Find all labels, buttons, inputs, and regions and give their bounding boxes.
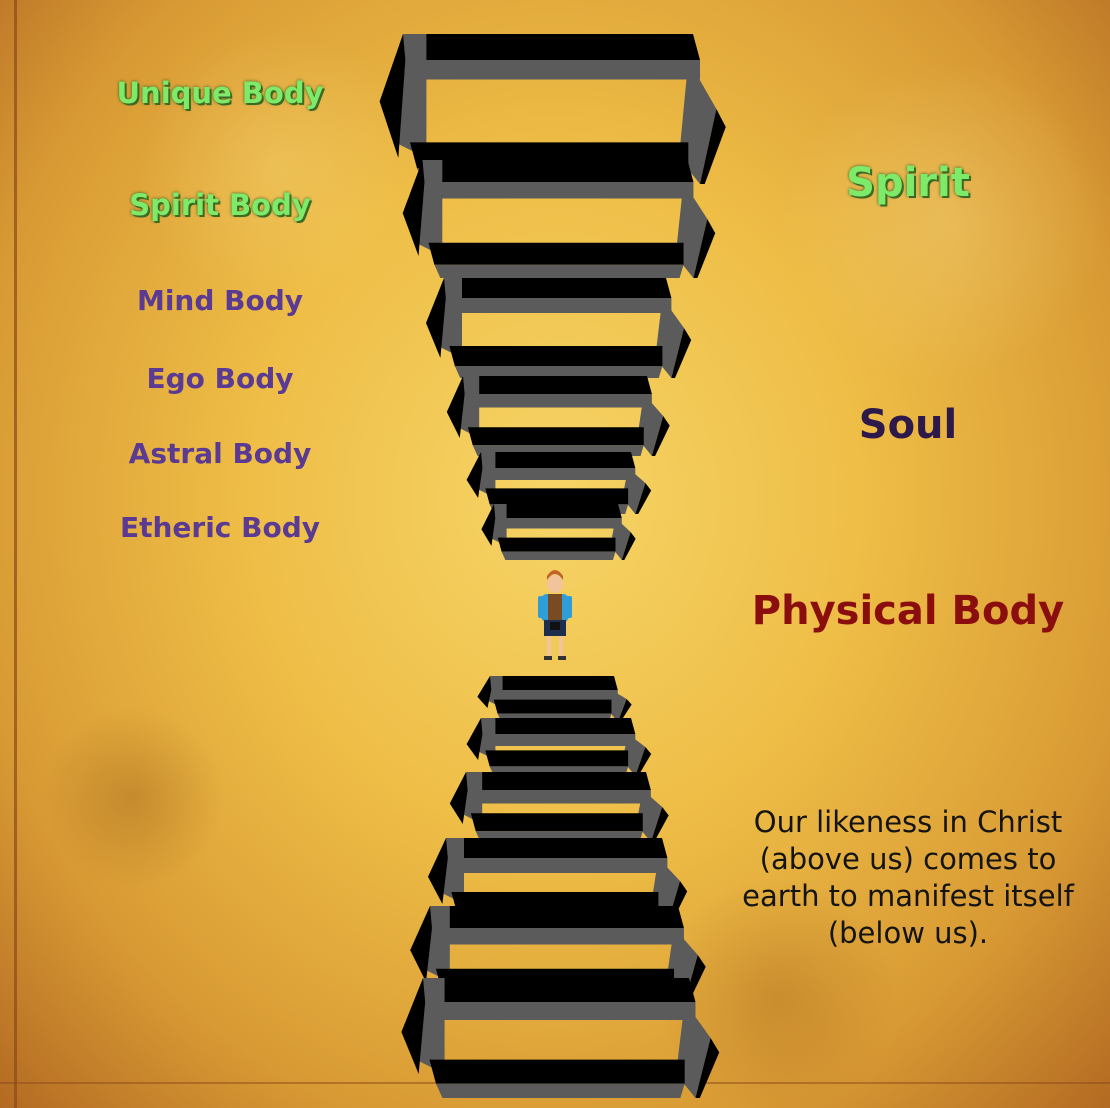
lower-box-2 [466, 718, 652, 776]
spirit-label: Spirit [846, 160, 970, 206]
lower-box-3 [449, 772, 669, 842]
layer-label-ego-body: Ego Body [146, 362, 294, 395]
upper-box-3 [426, 278, 692, 378]
soul-label: Soul [858, 402, 958, 448]
layer-label-etheric-body: Etheric Body [119, 511, 321, 544]
upper-box-4 [446, 376, 670, 456]
layer-label-spirit-body: Spirit Body [129, 188, 311, 222]
upper-box-6 [481, 504, 636, 560]
layer-label-astral-body: Astral Body [128, 437, 312, 470]
caption-text: Our likeness in Christ (above us) comes … [742, 805, 1074, 950]
layer-label-unique-body: Unique Body [116, 76, 324, 110]
upper-box-stack [379, 34, 726, 560]
layer-label-mind-body: Mind Body [136, 284, 304, 317]
person-figure-icon [538, 570, 572, 660]
lower-box-6 [401, 978, 720, 1098]
lower-box-1 [477, 676, 632, 722]
upper-box-2 [402, 160, 716, 278]
border-line-left [14, 0, 17, 1108]
lower-box-stack [401, 676, 720, 1098]
physical-body-label: Physical Body [751, 588, 1065, 634]
